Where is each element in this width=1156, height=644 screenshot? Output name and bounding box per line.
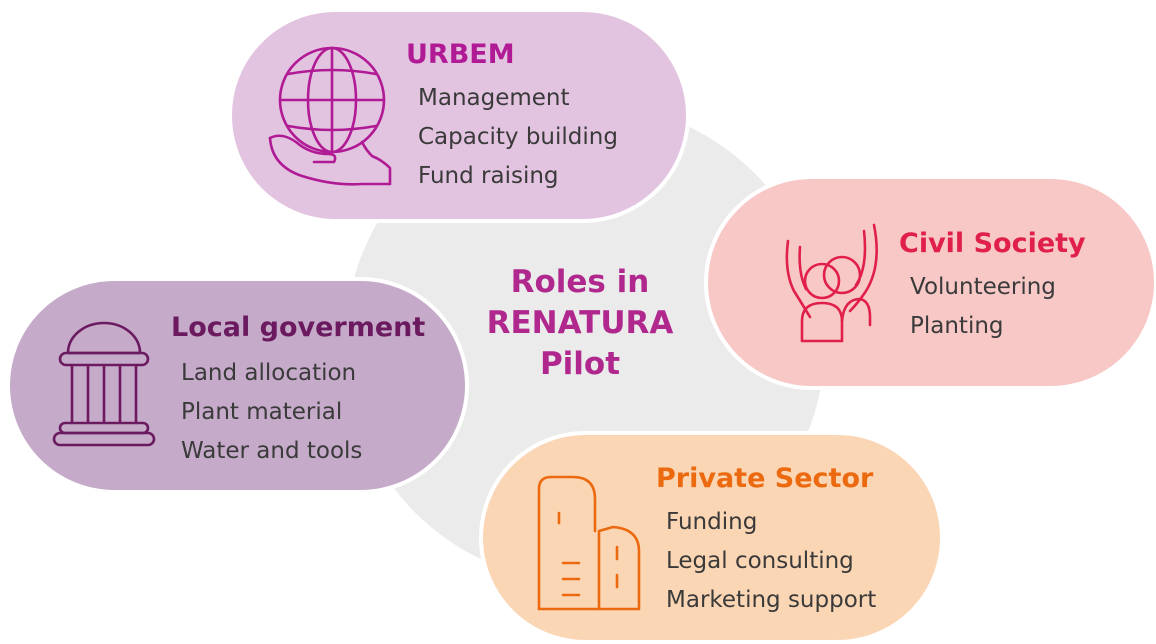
- list-item: Fund raising: [418, 163, 559, 189]
- list-item: Water and tools: [181, 438, 363, 464]
- list-item: Planting: [910, 313, 1004, 339]
- office-buildings-icon: [537, 475, 641, 611]
- globe-in-hand-icon: [268, 46, 392, 186]
- people-raising-arms-icon: [785, 223, 878, 343]
- private-sector-role-list: Funding Legal consulting Marketing suppo…: [666, 503, 876, 620]
- list-item: Legal consulting: [666, 548, 854, 574]
- list-item: Volunteering: [910, 274, 1056, 300]
- list-item: Management: [418, 85, 570, 111]
- list-item: Plant material: [181, 399, 343, 425]
- civil-society-title: Civil Society: [899, 228, 1086, 259]
- list-item: Land allocation: [181, 360, 357, 386]
- center-title-line: Pilot: [539, 346, 621, 382]
- urbem-role-card: URBEM Management Capacity building Fund …: [228, 8, 690, 223]
- urbem-title: URBEM: [406, 39, 515, 70]
- private-sector-title: Private Sector: [656, 463, 874, 494]
- center-title-line: RENATURA: [486, 305, 674, 341]
- government-building-icon: [52, 321, 156, 447]
- center-title: Roles in RENATURA Pilot: [460, 262, 700, 385]
- center-title-line: Roles in: [510, 264, 650, 300]
- civil-society-role-list: Volunteering Planting: [910, 268, 1056, 346]
- list-item: Funding: [666, 509, 758, 535]
- private-sector-role-card: Private Sector Funding Legal consulting …: [479, 431, 944, 644]
- civil-society-role-card: Civil Society Volunteering Planting: [704, 175, 1156, 390]
- local-government-role-list: Land allocation Plant material Water and…: [181, 354, 362, 471]
- list-item: Capacity building: [418, 124, 618, 150]
- local-government-role-card: Local goverment Land allocation Plant ma…: [6, 277, 469, 494]
- local-government-title: Local goverment: [171, 312, 426, 343]
- urbem-role-list: Management Capacity building Fund raisin…: [418, 79, 618, 196]
- list-item: Marketing support: [666, 587, 877, 613]
